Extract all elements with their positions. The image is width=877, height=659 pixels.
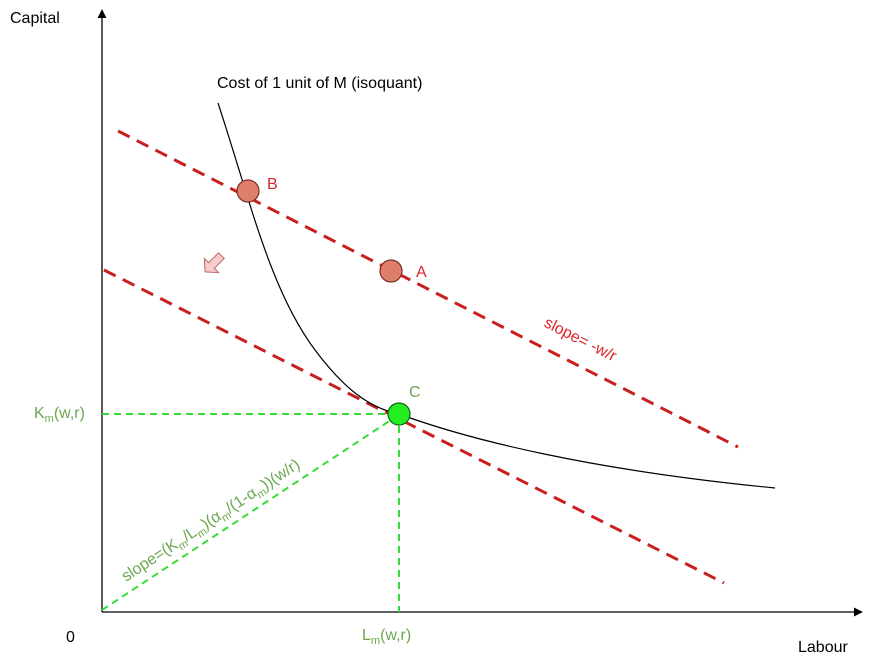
isoquant-curve — [217, 102, 776, 489]
point-a-label: A — [416, 264, 427, 281]
point-a-marker — [379, 259, 403, 283]
x-axis-label: Labour — [798, 639, 848, 656]
expansion-ray-slope-label: slope=(Km/Lm)(αm/(1-αm))(w/r) — [119, 456, 305, 588]
point-c-marker — [387, 402, 411, 426]
y-axis-label: Capital — [10, 10, 60, 27]
point-b-marker — [236, 179, 260, 203]
labour-optimum-label: Lm(w,r) — [362, 627, 411, 647]
capital-optimum-label: Km(w,r) — [34, 405, 85, 425]
point-b-label: B — [267, 176, 278, 193]
isocost-line-lower — [103, 268, 725, 585]
expansion-ray — [101, 415, 398, 611]
origin-label: 0 — [66, 629, 75, 646]
point-c-label: C — [409, 384, 421, 401]
isocost-line-upper — [117, 129, 739, 449]
arrow-down-left-icon — [203, 252, 225, 274]
isocost-slope-label: slope= -w/r — [541, 314, 619, 365]
isoquant-label: Cost of 1 unit of M (isoquant) — [217, 75, 422, 92]
